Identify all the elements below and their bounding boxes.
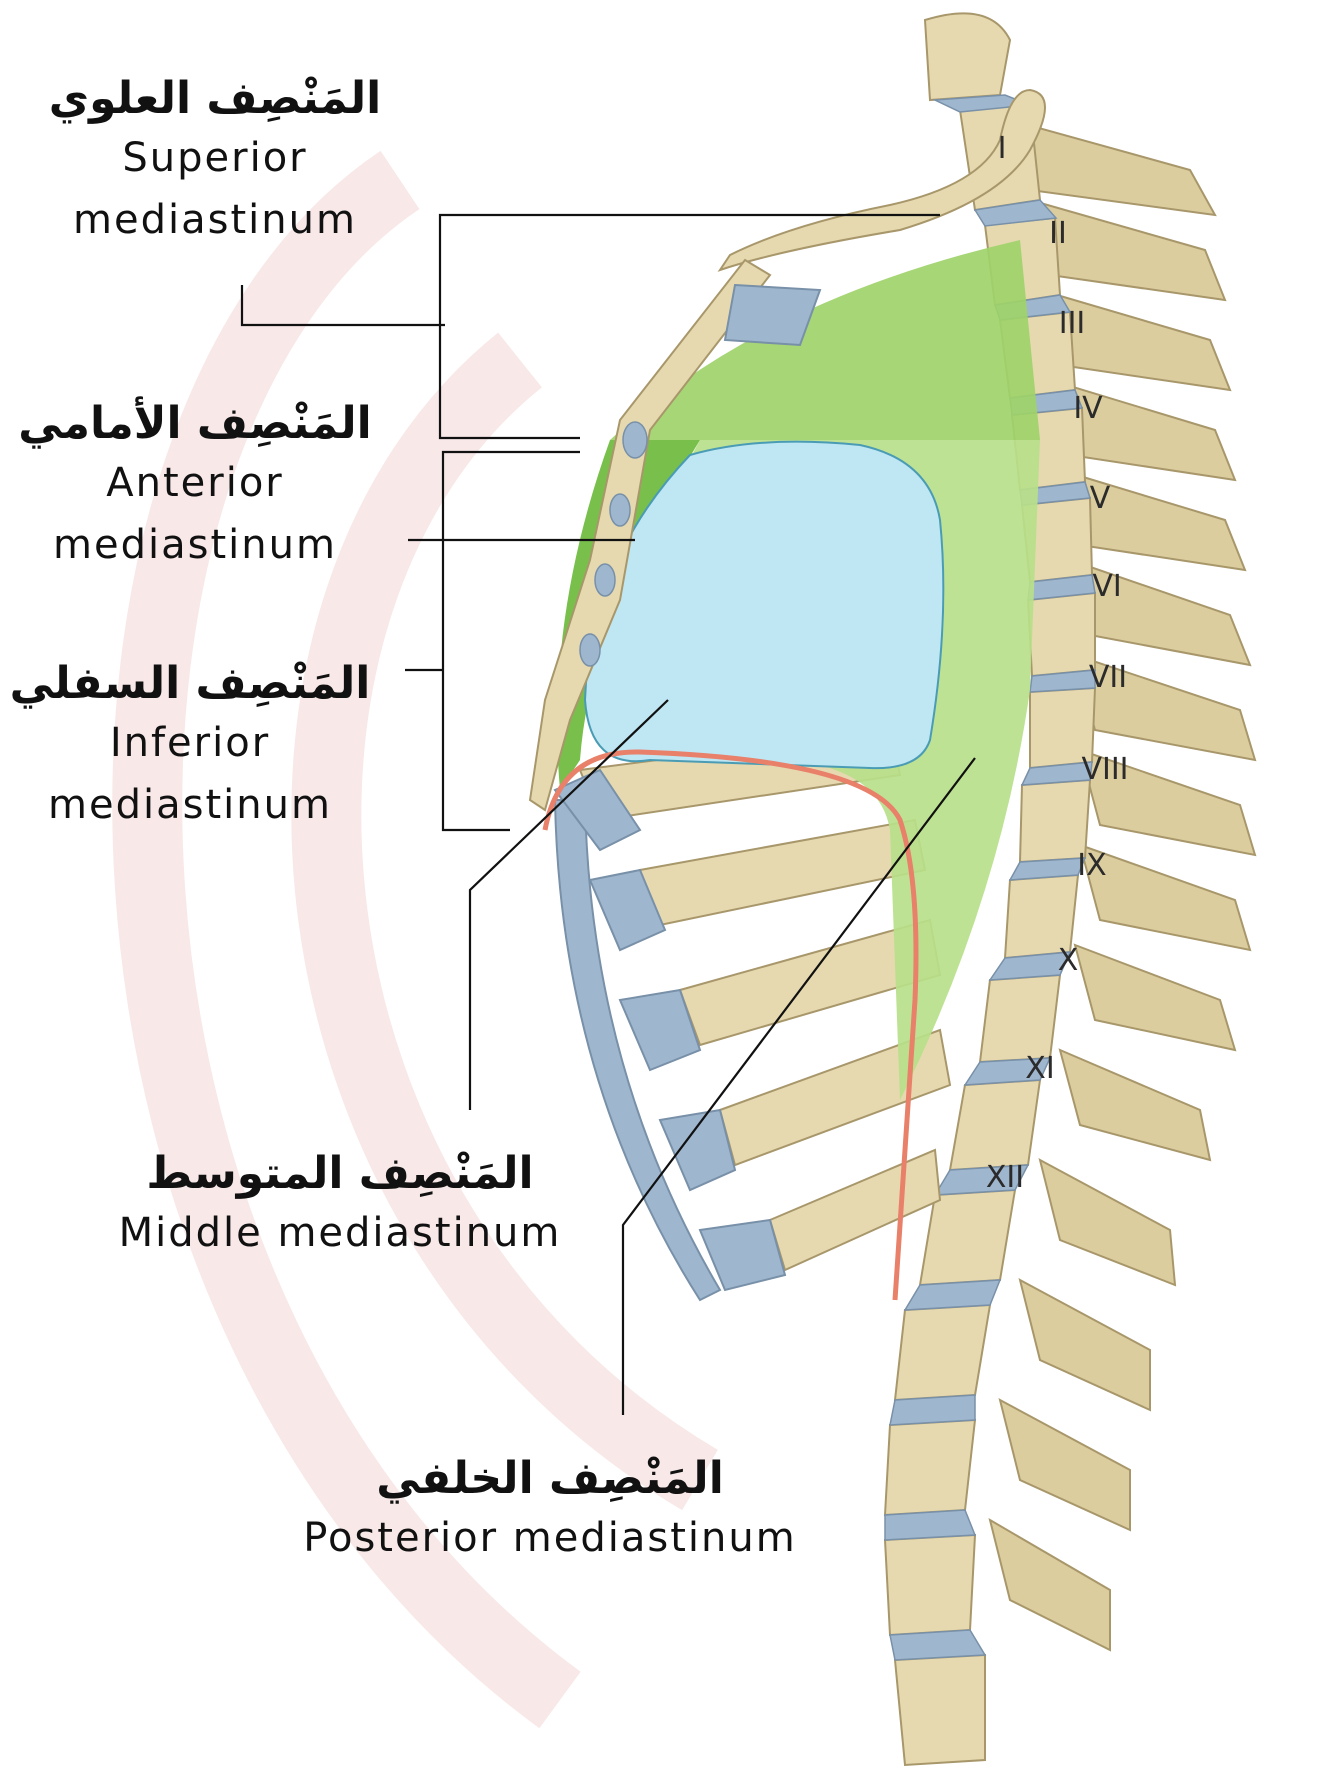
vertebra-label-IV: IV bbox=[1073, 391, 1103, 426]
vertebra-label-I: I bbox=[998, 131, 1007, 166]
inferior-label-arabic: المَنْصِف السفلي bbox=[0, 655, 380, 712]
middle-label-en: Middle mediastinum bbox=[60, 1202, 620, 1264]
posterior-label: المَنْصِف الخلفي Posterior mediastinum bbox=[250, 1450, 850, 1569]
vertebra-label-II: II bbox=[1049, 216, 1067, 251]
anterior-label-en1: Anterior bbox=[10, 452, 380, 514]
anterior-label-en2: mediastinum bbox=[10, 514, 380, 576]
anterior-label: المَنْصِف الأمامي Anterior mediastinum bbox=[10, 395, 380, 576]
superior-region bbox=[610, 240, 1040, 440]
superior-label: المَنْصِف العلوي Superior mediastinum bbox=[40, 70, 390, 251]
vertebra-label-VIII: VIII bbox=[1081, 752, 1128, 787]
vertebra-label-VI: VI bbox=[1092, 569, 1121, 604]
superior-label-en2: mediastinum bbox=[40, 189, 390, 251]
posterior-label-en: Posterior mediastinum bbox=[250, 1507, 850, 1569]
middle-label-arabic: المَنْصِف المتوسط bbox=[60, 1145, 620, 1202]
superior-label-en1: Superior bbox=[40, 127, 390, 189]
superior-label-arabic: المَنْصِف العلوي bbox=[40, 70, 390, 127]
vertebra-label-III: III bbox=[1059, 306, 1086, 341]
vertebra-label-V: V bbox=[1090, 481, 1111, 516]
vertebra-label-VII: VII bbox=[1089, 660, 1127, 695]
inferior-label-en1: Inferior bbox=[0, 712, 380, 774]
vertebra-label-XII: XII bbox=[986, 1160, 1024, 1195]
anterior-label-arabic: المَنْصِف الأمامي bbox=[10, 395, 380, 452]
inferior-label: المَنْصِف السفلي Inferior mediastinum bbox=[0, 655, 380, 836]
vertebra-label-IX: IX bbox=[1077, 848, 1106, 883]
middle-label: المَنْصِف المتوسط Middle mediastinum bbox=[60, 1145, 620, 1264]
vertebra-label-X: X bbox=[1058, 943, 1079, 978]
inferior-label-en2: mediastinum bbox=[0, 774, 380, 836]
posterior-label-arabic: المَنْصِف الخلفي bbox=[250, 1450, 850, 1507]
vertebra-label-XI: XI bbox=[1025, 1051, 1054, 1086]
